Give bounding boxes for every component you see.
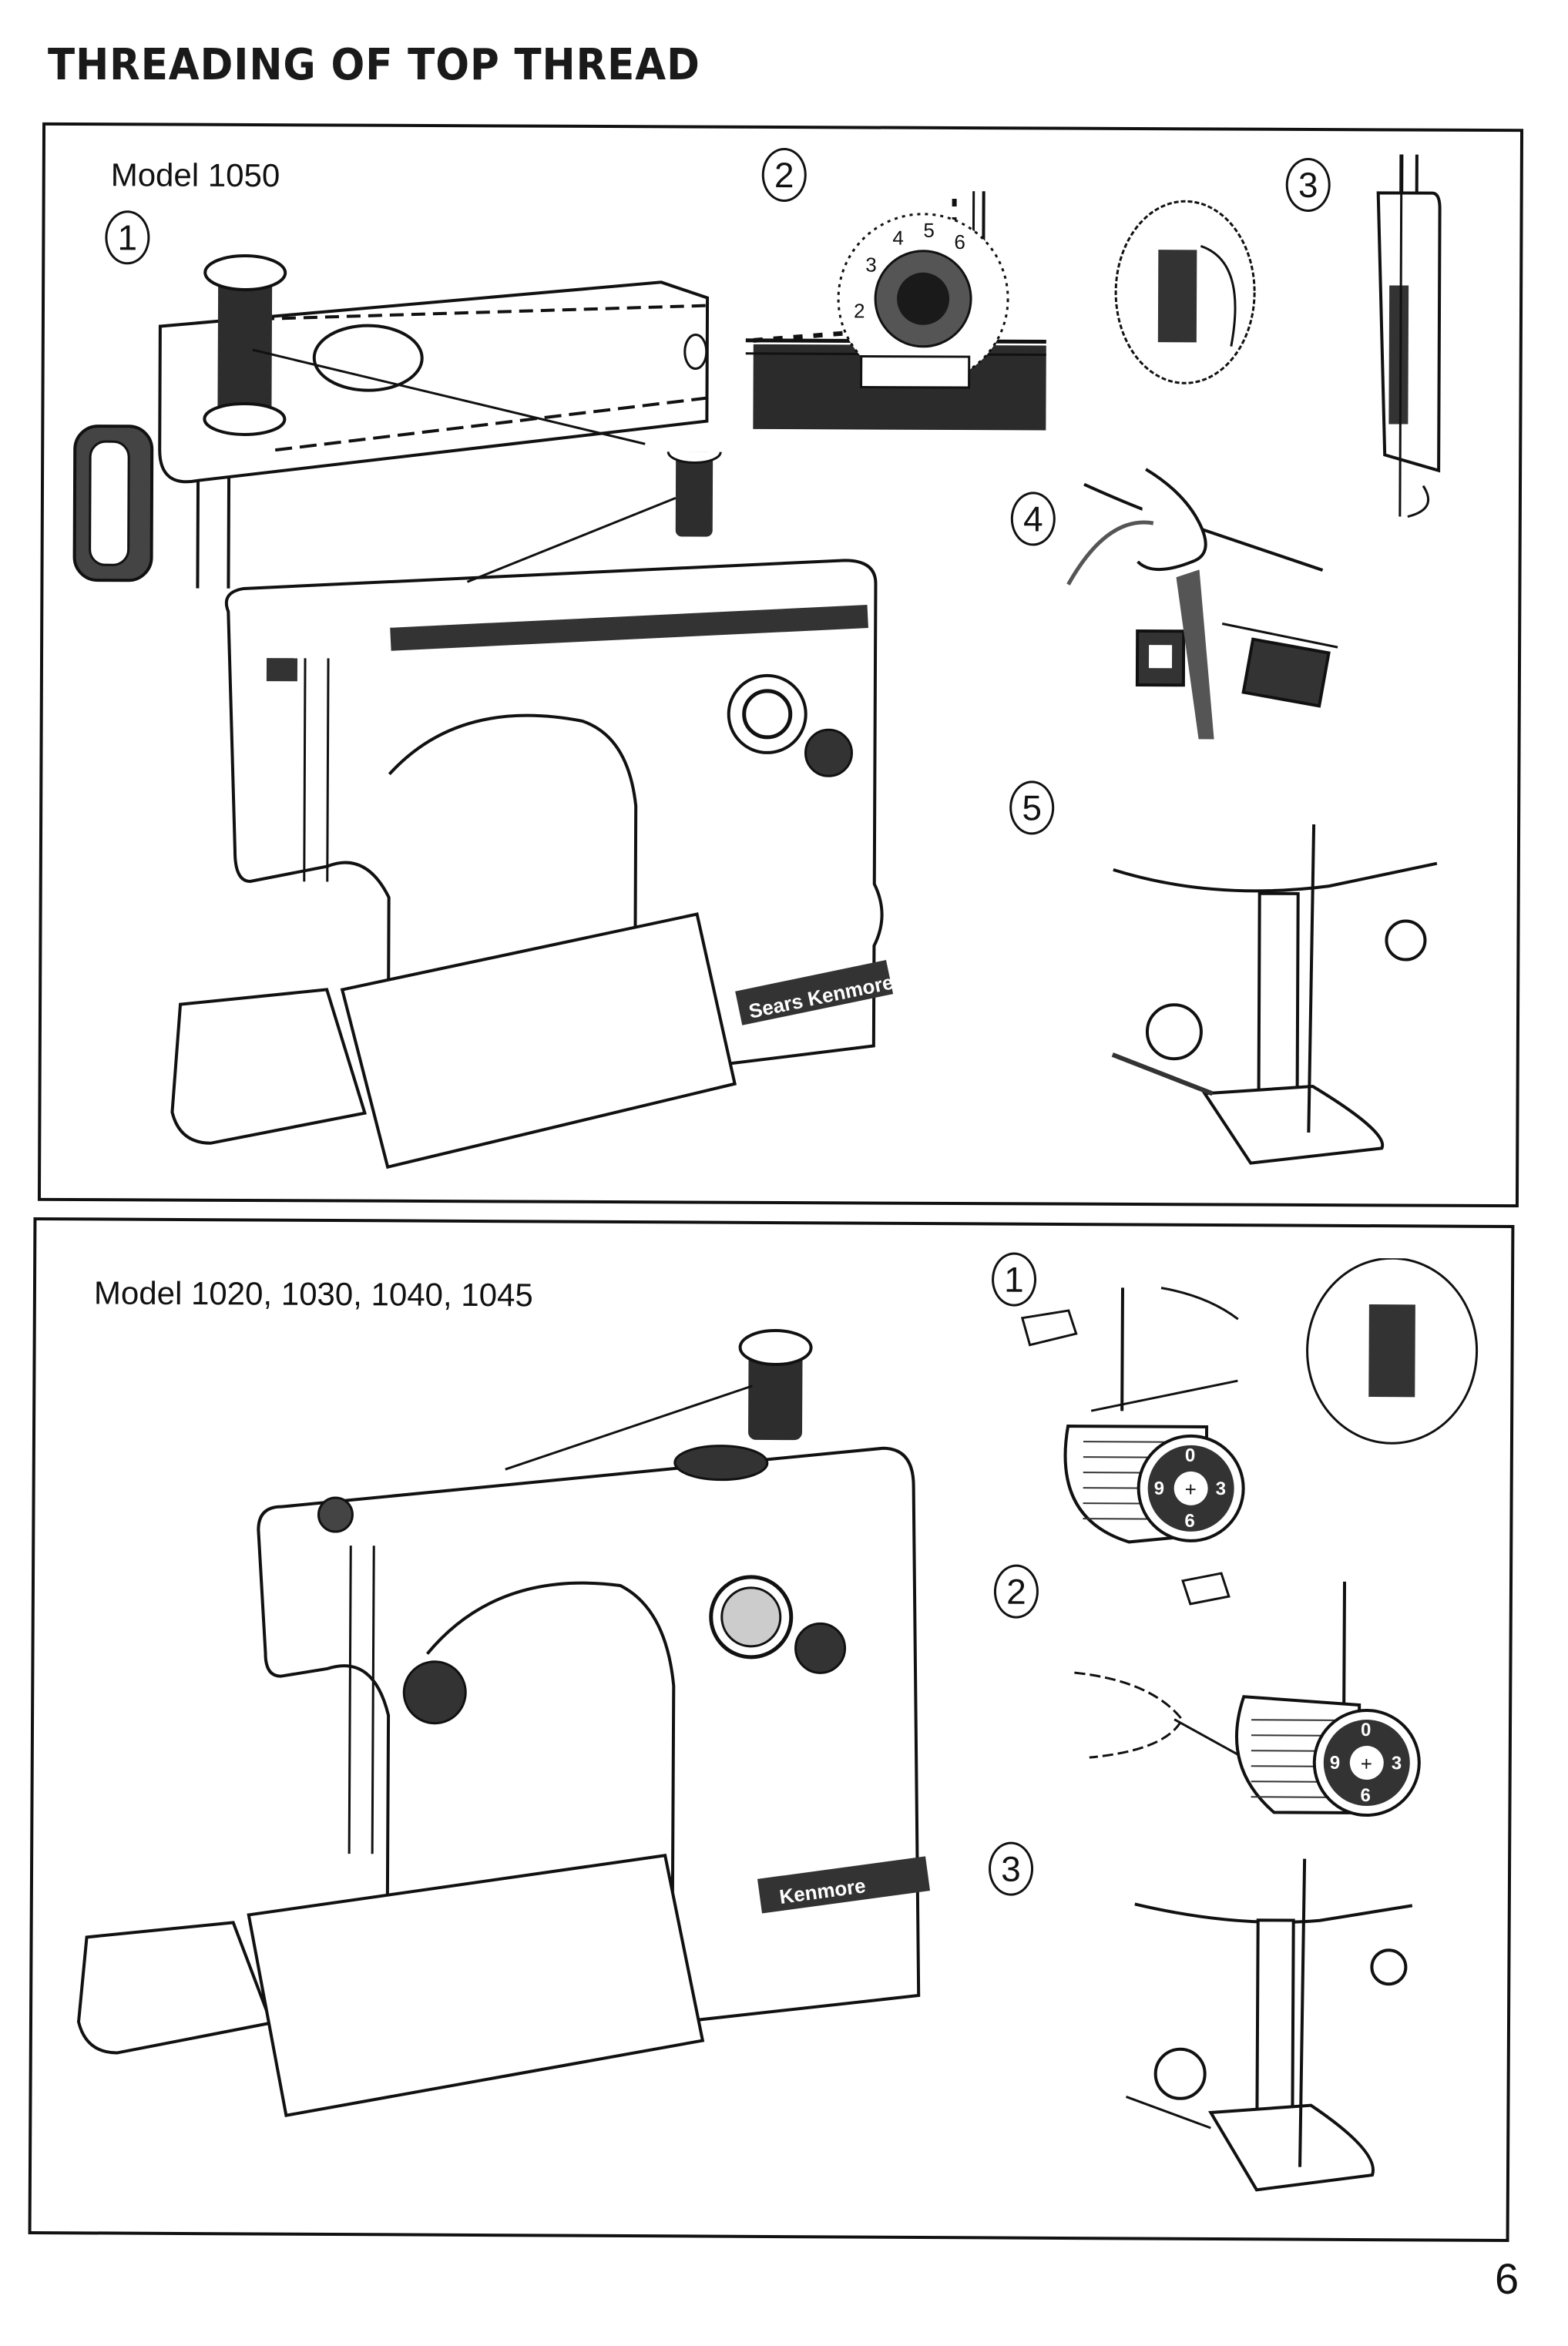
- thumb-screw-icon: [1145, 1003, 1203, 1061]
- dial-number: 2: [854, 299, 865, 322]
- thumb-screw-icon: [1153, 2047, 1207, 2100]
- tension-dial-step1-illustration: + 0 3 6 9: [1020, 1257, 1479, 1544]
- dial-number: 6: [1184, 1511, 1195, 1532]
- step-3-marker: 3: [1285, 157, 1331, 213]
- dial-number: 9: [1154, 1478, 1165, 1499]
- bottom-panel-models-1020-1045: Model 1020, 1030, 1040, 1045 1 2 3 Kenmo…: [28, 1217, 1515, 2243]
- top-panel-model-1050: Model 1050 1 2 3 4 5: [37, 122, 1524, 1208]
- sewing-machine-1050-illustration: Sears Kenmore: [170, 449, 895, 1170]
- thread-take-up-illustration: [1376, 154, 1442, 519]
- thread-spool: [748, 1347, 803, 1441]
- brand-strip: [757, 1856, 931, 1914]
- step-5-marker: 5: [1009, 780, 1055, 835]
- tension-dial-step2-illustration: + 0 3 6 9: [1074, 1572, 1421, 1817]
- tension-dial-illustration: 2 3 4 5 6: [745, 191, 1046, 431]
- sewing-machine-1020-illustration: Kenmore: [76, 1329, 931, 2118]
- page-title: THREADING OF TOP THREAD: [48, 40, 700, 90]
- step-4-marker: 4: [1010, 492, 1056, 546]
- dial-number: 6: [954, 230, 965, 253]
- dial-number: 0: [1185, 1445, 1196, 1466]
- curved-arrow-icon: [1407, 485, 1430, 519]
- handwheel-icon: [72, 425, 154, 582]
- dial-number: 4: [892, 227, 904, 250]
- thread-spool: [675, 451, 713, 537]
- page-number: 6: [1495, 2254, 1519, 2303]
- step-3-marker: 3: [988, 1841, 1034, 1896]
- brand-strip: [735, 960, 894, 1025]
- plus-icon: +: [1361, 1752, 1372, 1775]
- dial-number: 3: [865, 253, 877, 276]
- presser-foot: [1202, 1084, 1385, 1165]
- plus-icon: +: [1185, 1478, 1197, 1501]
- needle-threading-step3-illustration: [1125, 1858, 1413, 2192]
- spool-in-hand-inset: [1114, 200, 1256, 384]
- thread-guide-hand-illustration: [1066, 468, 1338, 740]
- model-label: Model 1020, 1030, 1040, 1045: [93, 1274, 533, 1314]
- dial-number: 5: [923, 219, 935, 242]
- presser-foot: [1208, 2103, 1375, 2192]
- needle-threading-illustration: [1111, 824, 1438, 1165]
- dial-number: 9: [1330, 1753, 1341, 1774]
- thread-spool: [217, 272, 273, 420]
- spool-pin-illustration: [72, 253, 710, 589]
- bobbin-winder-icon: [402, 1660, 467, 1725]
- dial-number: 3: [1216, 1478, 1227, 1499]
- dial-number: 3: [1392, 1753, 1402, 1774]
- dial-number: 0: [1361, 1720, 1372, 1740]
- dial-number: 6: [1360, 1785, 1371, 1806]
